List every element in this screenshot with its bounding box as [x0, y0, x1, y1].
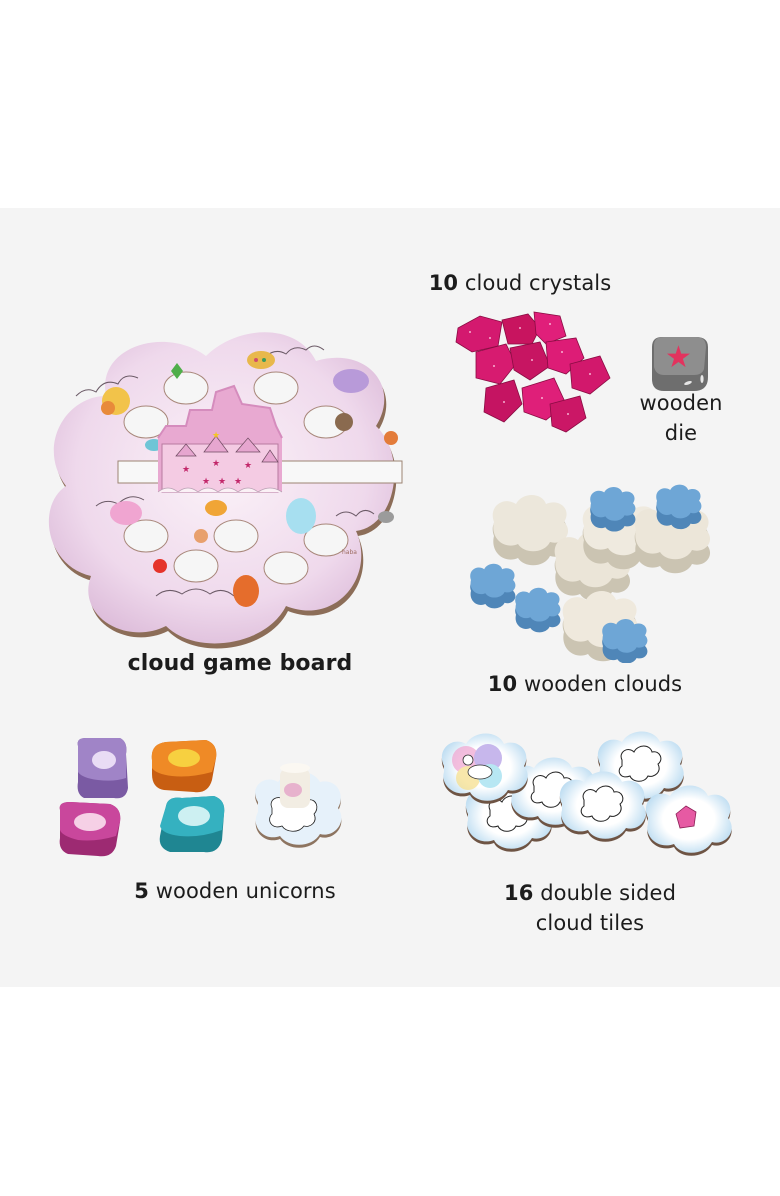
wooden-die-image: ★	[646, 333, 714, 395]
count: 16	[503, 881, 534, 905]
cloud-crystals-label: 10 cloud crystals	[405, 268, 635, 298]
label-line-2: die	[664, 421, 698, 445]
cloud-game-board-label: cloud game board	[100, 649, 380, 679]
svg-text:★: ★	[234, 477, 242, 487]
wooden-unicorns-label: 5 wooden unicorns	[110, 876, 360, 906]
svg-text:haba: haba	[342, 549, 357, 556]
label-line-1: wooden	[639, 391, 723, 415]
count: 5	[134, 879, 149, 903]
cloud-game-board-image: ★★★ ★★★ ★ haba	[36, 326, 406, 656]
label-text: double sided	[533, 881, 677, 905]
wooden-die-label: wooden die	[626, 388, 736, 448]
wooden-clouds-label: 10 wooden clouds	[460, 669, 710, 699]
cloud-crystals-image	[450, 308, 620, 453]
label-text: wooden clouds	[517, 672, 683, 696]
svg-text:★: ★	[212, 431, 220, 441]
svg-text:★: ★	[665, 340, 692, 375]
count: 10	[428, 271, 459, 295]
svg-text:★: ★	[182, 465, 190, 475]
cloud-tiles-label: 16 double sided cloud tiles	[470, 878, 710, 938]
label-line-2: cloud tiles	[535, 911, 645, 935]
wooden-clouds-image	[456, 478, 716, 663]
svg-text:★: ★	[218, 477, 226, 487]
svg-text:★: ★	[202, 477, 210, 487]
cloud-tiles-image	[430, 722, 750, 862]
svg-text:★: ★	[212, 459, 220, 469]
wooden-unicorns-image	[50, 732, 350, 862]
label-text: wooden unicorns	[148, 879, 336, 903]
label-line-1: 16 double sided	[470, 878, 710, 908]
svg-text:★: ★	[244, 461, 252, 471]
label-text: cloud crystals	[458, 271, 612, 295]
count: 10	[487, 672, 518, 696]
label-text: cloud game board	[127, 651, 353, 676]
